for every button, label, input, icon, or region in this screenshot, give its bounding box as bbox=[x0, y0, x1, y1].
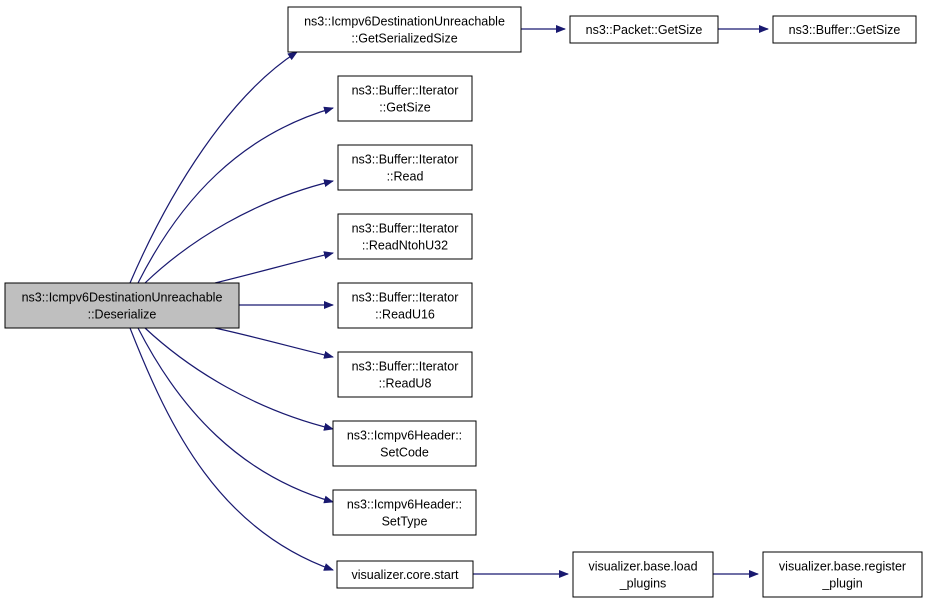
node-label-line: ::ReadU16 bbox=[375, 308, 435, 322]
node-box bbox=[337, 213, 473, 260]
graph-node-n7[interactable]: ns3::Icmpv6Header::SetCode bbox=[332, 420, 477, 467]
node-label-line: ns3::Icmpv6Header:: bbox=[347, 429, 462, 443]
node-label-line: ns3::Buffer::Iterator bbox=[352, 222, 459, 236]
node-label-line: SetCode bbox=[380, 446, 429, 460]
node-label-line: ::GetSize bbox=[379, 101, 430, 115]
node-label-line: ns3::Buffer::Iterator bbox=[352, 153, 459, 167]
graph-node-n1[interactable]: ns3::Icmpv6DestinationUnreachable::GetSe… bbox=[287, 6, 522, 53]
node-label-line: ns3::Buffer::Iterator bbox=[352, 360, 459, 374]
node-box bbox=[287, 6, 522, 53]
node-label-line: ::GetSerializedSize bbox=[351, 32, 457, 46]
node-box bbox=[337, 351, 473, 398]
graph-node-root: ns3::Icmpv6DestinationUnreachable::Deser… bbox=[4, 282, 240, 329]
node-box bbox=[772, 15, 917, 44]
graph-node-n13[interactable]: visualizer.base.register _plugin bbox=[762, 551, 923, 598]
node-box bbox=[569, 15, 719, 44]
node-label-line: ns3::Buffer::Iterator bbox=[352, 84, 459, 98]
node-label-line: visualizer.core.start bbox=[352, 568, 460, 582]
node-box bbox=[572, 551, 714, 598]
node-label-line: ns3::Packet::GetSize bbox=[586, 23, 703, 37]
node-box bbox=[4, 282, 240, 329]
edge-root-to-n4 bbox=[214, 251, 334, 284]
edge-root-to-n6 bbox=[214, 327, 334, 359]
node-box bbox=[337, 144, 473, 191]
graph-node-n2[interactable]: ns3::Buffer::Iterator::GetSize bbox=[337, 75, 473, 122]
graph-node-n8[interactable]: ns3::Icmpv6Header::SetType bbox=[332, 489, 477, 536]
graph-node-n11[interactable]: ns3::Buffer::GetSize bbox=[772, 15, 917, 44]
graph-node-n12[interactable]: visualizer.base.load _plugins bbox=[572, 551, 714, 598]
node-label-line: SetType bbox=[382, 515, 428, 529]
graph-node-n4[interactable]: ns3::Buffer::Iterator::ReadNtohU32 bbox=[337, 213, 473, 260]
node-label-line: visualizer.base.load bbox=[588, 560, 697, 574]
node-label-line: ns3::Icmpv6Header:: bbox=[347, 498, 462, 512]
node-label-line: ns3::Buffer::Iterator bbox=[352, 291, 459, 305]
edge-root-to-n9 bbox=[129, 327, 334, 571]
graph-node-n10[interactable]: ns3::Packet::GetSize bbox=[569, 15, 719, 44]
edge-root-to-n7 bbox=[144, 327, 334, 431]
graph-node-n3[interactable]: ns3::Buffer::Iterator::Read bbox=[337, 144, 473, 191]
node-box bbox=[337, 282, 473, 329]
graph-node-n9[interactable]: visualizer.core.start bbox=[336, 560, 474, 589]
edge-root-to-n2 bbox=[137, 106, 334, 284]
node-label-line: ::ReadNtohU32 bbox=[362, 239, 448, 253]
graph-node-n6[interactable]: ns3::Buffer::Iterator::ReadU8 bbox=[337, 351, 473, 398]
node-label-line: ns3::Icmpv6DestinationUnreachable bbox=[22, 291, 223, 305]
edge-root-to-n3 bbox=[144, 179, 334, 284]
node-label-line: ns3::Buffer::GetSize bbox=[789, 23, 901, 37]
node-box bbox=[336, 560, 474, 589]
node-box bbox=[332, 489, 477, 536]
edge-root-to-n1 bbox=[129, 51, 298, 284]
node-label-line: ::ReadU8 bbox=[379, 377, 432, 391]
graph-node-n5[interactable]: ns3::Buffer::Iterator::ReadU16 bbox=[337, 282, 473, 329]
node-label-line: ::Read bbox=[387, 170, 424, 184]
node-label-line: _plugin bbox=[821, 577, 862, 591]
node-box bbox=[762, 551, 923, 598]
node-box bbox=[332, 420, 477, 467]
node-label-line: ns3::Icmpv6DestinationUnreachable bbox=[304, 15, 505, 29]
edge-root-to-n8 bbox=[137, 327, 334, 504]
node-label-line: _plugins bbox=[619, 577, 667, 591]
node-box bbox=[337, 75, 473, 122]
node-label-line: ::Deserialize bbox=[88, 308, 157, 322]
node-label-line: visualizer.base.register bbox=[779, 560, 906, 574]
